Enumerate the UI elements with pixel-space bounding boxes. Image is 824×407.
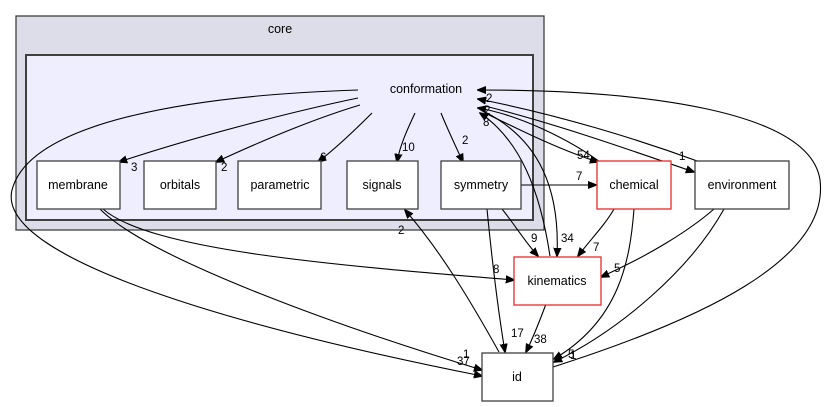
edge-label-id-signals: 2 xyxy=(398,225,404,237)
edge-label-conformation-kinematics: 34 xyxy=(561,233,574,245)
node-signals-box xyxy=(346,160,419,210)
node-parametric[interactable]: parametric xyxy=(237,160,322,210)
edge-membrane-kinematics[interactable] xyxy=(102,208,514,280)
edge-environment-kinematics[interactable] xyxy=(601,208,715,277)
node-chemical-box xyxy=(596,160,672,210)
edge-conformation-kinematics[interactable] xyxy=(484,111,557,256)
node-id-label: id xyxy=(512,370,522,384)
edge-id-signals[interactable] xyxy=(405,210,500,353)
node-orbitals-label: orbitals xyxy=(160,178,200,192)
edge-label-kinematics-id: 38 xyxy=(534,334,547,346)
edge-label-chemical-kinematics: 7 xyxy=(593,242,599,254)
node-id[interactable]: id xyxy=(481,352,554,402)
edge-kinematics-id[interactable] xyxy=(526,303,547,352)
node-membrane[interactable]: membrane xyxy=(36,160,121,210)
node-id-box xyxy=(481,352,554,402)
edge-label-conformation-parametric: 6 xyxy=(320,152,326,164)
node-signals-label: signals xyxy=(363,178,402,192)
edge-label-symmetry-chemical: 7 xyxy=(576,171,582,183)
edge-label-membrane-kinematics: 8 xyxy=(493,264,499,276)
edge-conformation-orbitals[interactable] xyxy=(216,104,361,162)
node-kinematics-box xyxy=(513,256,602,306)
edge-chemical-id[interactable] xyxy=(554,208,635,359)
edge-label-symmetry-kinematics: 9 xyxy=(531,233,537,245)
node-membrane-box xyxy=(36,160,121,210)
node-parametric-box xyxy=(237,160,322,210)
edge-label-environment-conformation: 2 xyxy=(486,93,492,105)
node-symmetry[interactable]: symmetry xyxy=(440,160,522,210)
edge-label-kinematics-conformation: 8 xyxy=(483,117,489,129)
node-symmetry-box xyxy=(440,160,522,210)
edges: 3 2 6 10 2 54 2 1 2 34 8 1 xyxy=(10,89,822,376)
edge-conformation-membrane[interactable] xyxy=(119,97,359,162)
edge-label-chemical-conformation: 2 xyxy=(484,105,490,117)
node-orbitals-box xyxy=(143,160,217,210)
edge-label-conformation-signals: 10 xyxy=(402,142,415,154)
edge-conformation-id[interactable] xyxy=(10,89,482,376)
edge-id-conformation[interactable] xyxy=(478,90,822,368)
edge-label-environment-kinematics: 5 xyxy=(614,263,620,275)
edge-chemical-kinematics[interactable] xyxy=(578,208,615,256)
edge-symmetry-kinematics[interactable] xyxy=(501,208,538,256)
cluster-core-label[interactable]: core xyxy=(268,22,292,36)
edge-label-membrane-id: 1 xyxy=(463,349,469,361)
edge-conformation-symmetry[interactable] xyxy=(440,112,463,162)
node-orbitals[interactable]: orbitals xyxy=(143,160,217,210)
node-kinematics-label: kinematics xyxy=(527,274,586,288)
edge-environment-conformation[interactable] xyxy=(478,99,701,163)
edge-membrane-id[interactable] xyxy=(99,208,482,370)
edge-kinematics-conformation[interactable] xyxy=(480,113,551,257)
edge-symmetry-id[interactable] xyxy=(486,208,505,352)
node-parametric-label: parametric xyxy=(250,178,309,192)
node-symmetry-label: symmetry xyxy=(454,178,509,192)
node-kinematics[interactable]: kinematics xyxy=(513,256,602,306)
node-chemical[interactable]: chemical xyxy=(596,160,672,210)
edge-conformation-signals[interactable] xyxy=(397,112,416,162)
edge-label-symmetry-id: 17 xyxy=(511,328,524,340)
edge-label-id-conformation: 1 xyxy=(570,350,576,362)
edge-label-conformation-symmetry: 2 xyxy=(462,135,468,147)
edge-conformation-parametric[interactable] xyxy=(318,112,373,162)
node-signals[interactable]: signals xyxy=(346,160,419,210)
node-environment[interactable]: environment xyxy=(694,160,790,210)
node-environment-label: environment xyxy=(708,178,777,192)
edge-label-environment-id: 5 xyxy=(568,349,574,361)
node-chemical-label: chemical xyxy=(609,178,658,192)
edge-label-conformation-orbitals: 2 xyxy=(221,162,227,174)
node-conformation-label[interactable]: conformation xyxy=(390,82,462,96)
edge-environment-id[interactable] xyxy=(554,208,725,362)
node-environment-box xyxy=(694,160,790,210)
node-membrane-label: membrane xyxy=(48,178,108,192)
edge-chemical-conformation[interactable] xyxy=(478,108,601,163)
edge-label-conformation-chemical: 54 xyxy=(577,150,590,162)
edge-label-conformation-environment: 1 xyxy=(679,151,685,163)
edge-label-conformation-membrane: 3 xyxy=(131,162,137,174)
